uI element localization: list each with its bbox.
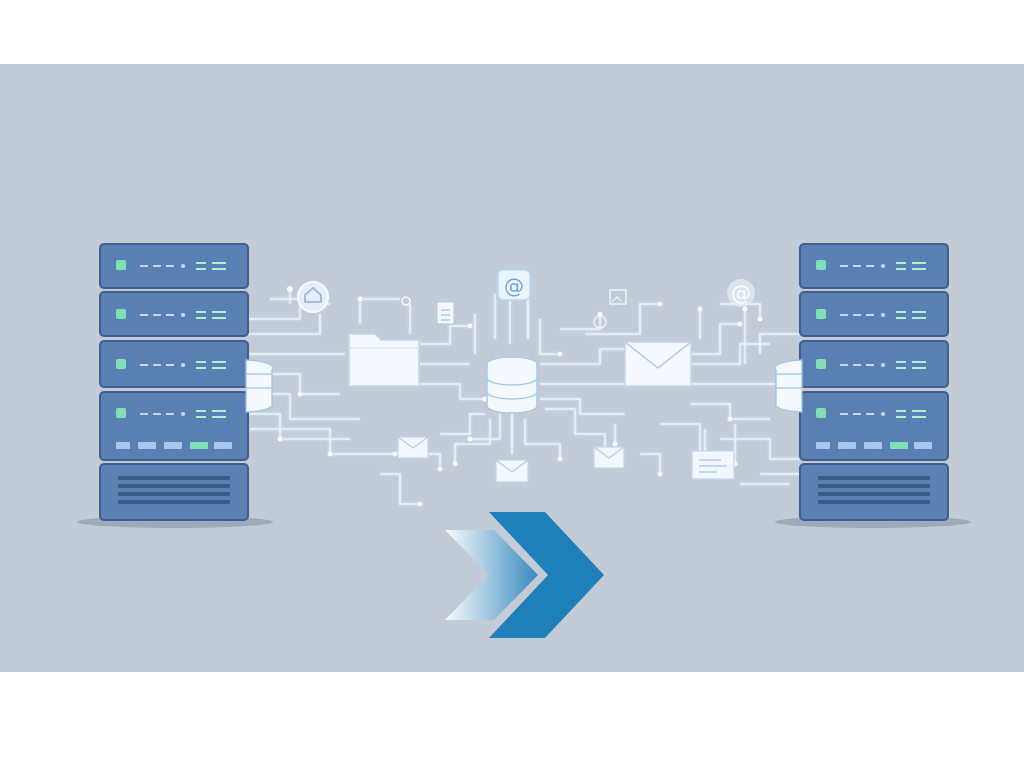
server-unit xyxy=(799,291,949,337)
envelope-icon-small xyxy=(397,436,429,459)
server-unit xyxy=(799,340,949,388)
server-unit xyxy=(99,243,249,289)
server-rack-right xyxy=(774,243,971,528)
svg-text:@: @ xyxy=(504,274,524,298)
server-unit xyxy=(99,391,249,461)
small-building-icon xyxy=(436,301,455,325)
double-chevron-arrow xyxy=(445,512,604,638)
network-lines xyxy=(248,284,800,505)
home-icon xyxy=(297,281,329,313)
document-icon xyxy=(691,450,735,480)
envelope-icon xyxy=(624,341,692,387)
at-icon-right: @ xyxy=(727,279,755,307)
server-vent-base xyxy=(99,463,249,521)
database-icon-right xyxy=(774,359,803,413)
scene-illustration: @ @ xyxy=(77,243,971,638)
envelope-icon-small xyxy=(593,446,625,469)
database-icon-left xyxy=(245,359,274,413)
server-unit xyxy=(99,340,249,388)
folder-icon xyxy=(348,333,420,387)
server-rack-left xyxy=(77,243,274,528)
database-icon xyxy=(486,356,538,414)
server-vent-base xyxy=(799,463,949,521)
hero-banner: Two server racks exchanging data over a … xyxy=(0,64,1024,672)
server-unit xyxy=(799,391,949,461)
small-image-icon xyxy=(609,289,627,305)
at-icon: @ xyxy=(497,269,531,301)
user-icon xyxy=(593,315,607,329)
svg-text:@: @ xyxy=(731,281,751,305)
server-unit xyxy=(99,291,249,337)
envelope-icon-small xyxy=(495,459,529,483)
server-unit xyxy=(799,243,949,289)
